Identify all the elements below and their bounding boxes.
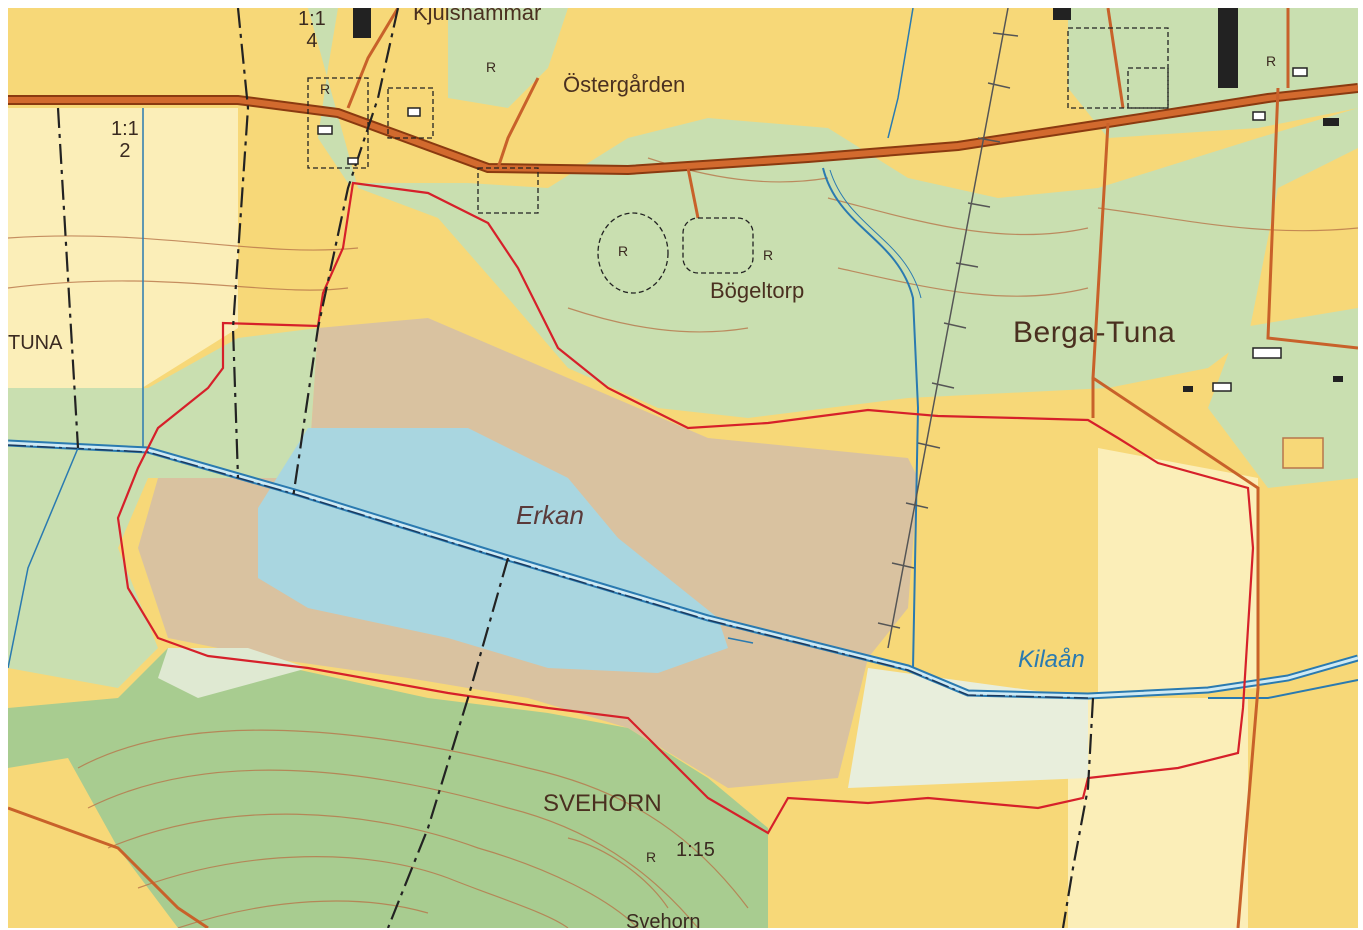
marker-r-4: R bbox=[763, 247, 774, 263]
label-erkan: Erkan bbox=[516, 500, 584, 530]
boundary-on-stream bbox=[8, 444, 1089, 699]
forest-svehorn bbox=[8, 648, 768, 928]
red-boundary bbox=[116, 181, 1255, 835]
stream-central bbox=[822, 167, 920, 669]
label-ratio-1-1-2: 1:1 2 bbox=[111, 118, 139, 162]
label-svehorn-small: Svehorn bbox=[626, 911, 701, 928]
stream-kilaan-inner bbox=[8, 441, 1358, 698]
label-bogeltorp: Bögeltorp bbox=[710, 278, 805, 303]
stream-north bbox=[887, 8, 914, 139]
farm-plots bbox=[307, 27, 1169, 294]
label-ostergarden: Östergården bbox=[563, 72, 686, 97]
topographic-map[interactable]: Kjulshammar Östergården Bögeltorp Berga-… bbox=[8, 8, 1358, 928]
label-ratio-1-15: 1:15 bbox=[676, 839, 715, 861]
stream-kilaan-east-branch bbox=[1208, 679, 1358, 699]
map-canvas bbox=[8, 8, 1358, 928]
label-kjulshammar: Kjulshammar bbox=[413, 8, 542, 25]
meadow-west bbox=[8, 328, 318, 688]
field-southwest bbox=[8, 758, 178, 928]
marker-r-5: R bbox=[646, 849, 657, 865]
property-boundaries bbox=[56, 8, 1095, 928]
lake-outflow bbox=[727, 637, 754, 644]
meadow-south-edge bbox=[158, 648, 308, 698]
field-light-west bbox=[8, 108, 238, 428]
minor-roads bbox=[8, 8, 1358, 928]
label-berga-tuna: Berga-Tuna bbox=[1013, 316, 1176, 349]
forest-berga-north bbox=[1068, 8, 1358, 138]
stream-central-bank bbox=[829, 169, 922, 299]
field-light-east bbox=[1098, 448, 1258, 698]
label-kilaan: Kilaån bbox=[1018, 646, 1085, 673]
buildings-dark bbox=[353, 8, 1343, 392]
buildings bbox=[317, 67, 1324, 469]
stream-southwest bbox=[8, 447, 79, 669]
marker-r-2: R bbox=[320, 81, 331, 97]
label-tuna: TUNA bbox=[8, 332, 63, 354]
forest-kjulshammar bbox=[448, 8, 568, 108]
label-svehorn: SVEHORN bbox=[543, 790, 662, 817]
main-road bbox=[8, 85, 1358, 174]
field-light-southeast bbox=[1068, 698, 1248, 928]
marker-r-1: R bbox=[486, 59, 497, 75]
label-ratio-1-1-4: 1:1 4 bbox=[298, 8, 326, 52]
power-line bbox=[877, 8, 1019, 649]
marker-r-3: R bbox=[618, 243, 629, 259]
marker-r-6: R bbox=[1266, 53, 1277, 69]
